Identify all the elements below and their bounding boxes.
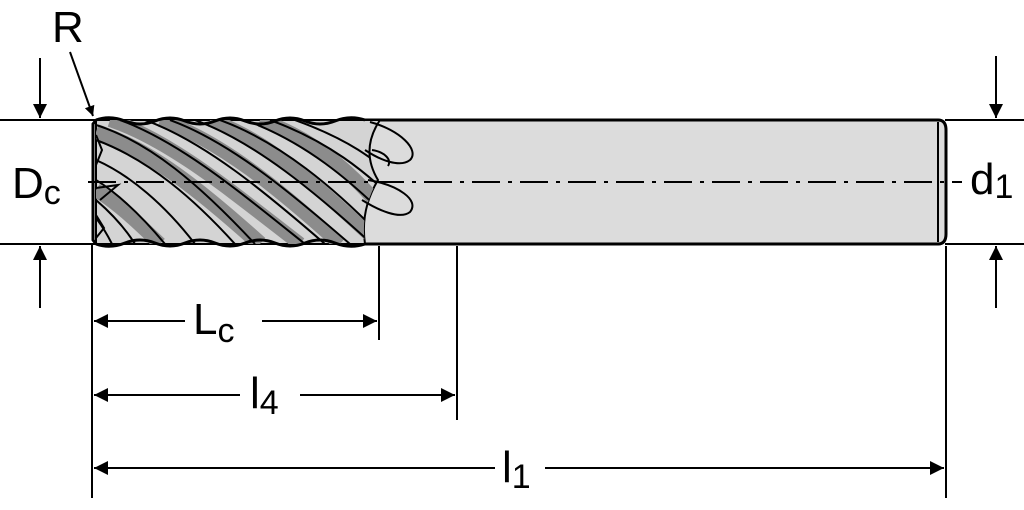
lc-label: Lc (193, 295, 234, 350)
end-mill-tool (88, 116, 962, 248)
d1-label: d1 (970, 155, 1013, 206)
flute-band (96, 184, 165, 244)
radius-leader (69, 51, 95, 117)
flute-top-edge (95, 116, 366, 126)
l1-label: l1 (502, 443, 531, 496)
flute-runout (364, 121, 414, 165)
l4-label: l4 (250, 369, 279, 422)
flute-band (96, 124, 266, 244)
flute-bottom-edge (95, 238, 366, 248)
flute-band (257, 120, 380, 235)
flute-runout (361, 179, 414, 216)
flute-band (157, 120, 345, 244)
flute-band (107, 120, 305, 244)
tip-notch (95, 134, 122, 239)
dc-label: Dc (12, 159, 61, 212)
flute-band (207, 120, 380, 244)
radius-label: R (52, 3, 84, 52)
flute-runout (371, 149, 391, 167)
